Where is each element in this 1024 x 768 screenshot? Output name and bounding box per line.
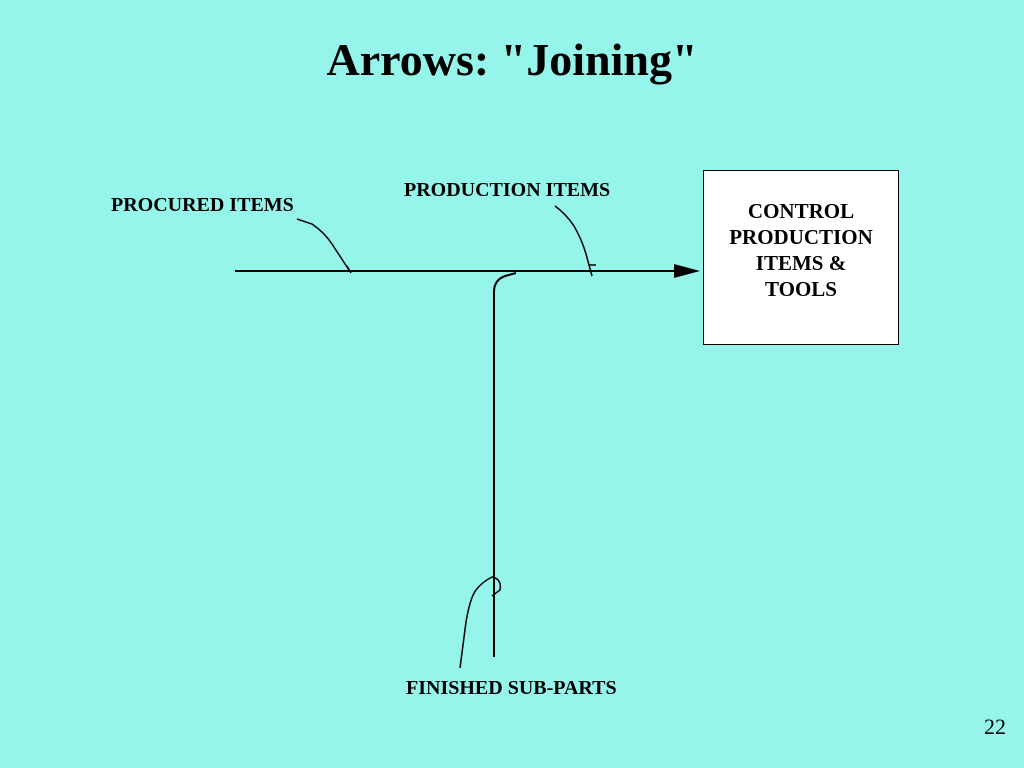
- finished-sub-parts-label: FINISHED SUB-PARTS: [406, 677, 617, 699]
- joining-branch-line: [493, 272, 517, 657]
- procured-items-tick: [346, 265, 352, 274]
- procured-items-squiggle: [296, 218, 350, 271]
- main-arrow-head: [674, 264, 700, 278]
- control-production-activity-box: CONTROL PRODUCTION ITEMS & TOOLS: [703, 170, 899, 345]
- production-items-squiggle: [554, 205, 593, 277]
- page-number: 22: [984, 714, 1006, 739]
- production-items-label: PRODUCTION ITEMS: [404, 179, 611, 201]
- activity-box-text: CONTROL PRODUCTION ITEMS & TOOLS: [729, 199, 873, 301]
- procured-items-label: PROCURED ITEMS: [111, 194, 294, 216]
- finished-sub-parts-squiggle: [459, 576, 502, 669]
- slide-title: Arrows: "Joining": [326, 34, 698, 85]
